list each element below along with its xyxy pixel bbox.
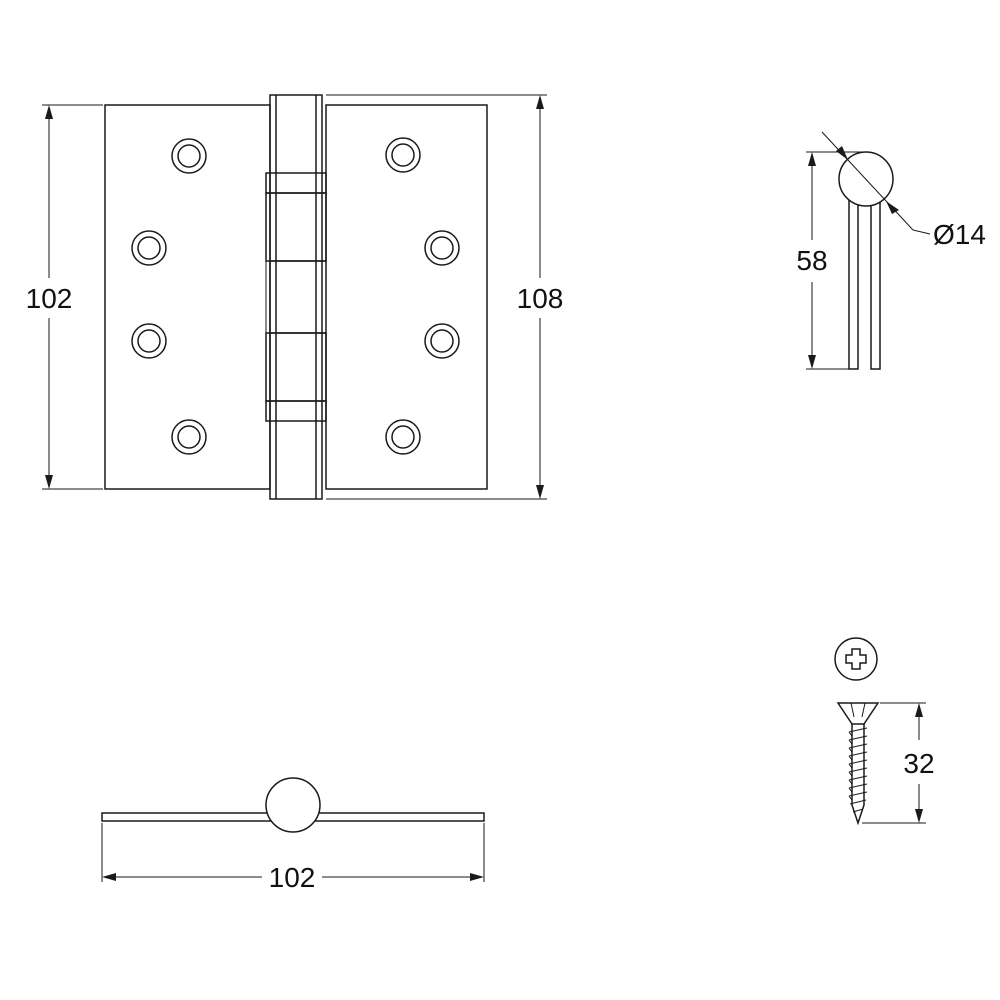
- dimension-label: 102: [26, 283, 73, 314]
- side-view: Ø14 58: [796, 131, 986, 370]
- screw-hole: [131, 323, 167, 359]
- dimension-label: 108: [517, 283, 564, 314]
- side-leaf: [870, 194, 881, 370]
- dimension-label: 58: [796, 245, 827, 276]
- front-view: 102 108: [26, 94, 564, 500]
- screw-hole: [424, 230, 460, 266]
- screw-hole: [171, 138, 207, 174]
- screw-side-view: [836, 702, 880, 826]
- screw-hole: [385, 137, 421, 173]
- dimension-screw-length: 32: [862, 702, 935, 824]
- screw-hole: [131, 230, 167, 266]
- dimension-front-total-height: 108: [326, 94, 564, 500]
- plan-view: 102: [101, 777, 485, 893]
- dimension-front-height: 102: [26, 104, 103, 490]
- dimension-label: 32: [903, 748, 934, 779]
- dimension-label: Ø14: [933, 219, 986, 250]
- screw-head-top-view: [834, 637, 878, 681]
- left-leaf-holes: [131, 138, 207, 455]
- side-leaf: [848, 194, 859, 370]
- dimension-label: 102: [269, 862, 316, 893]
- dimension-plan-width: 102: [101, 823, 485, 893]
- knuckle-barrel: [265, 94, 327, 500]
- dimension-knuckle-diameter: Ø14: [821, 131, 986, 250]
- right-leaf-holes: [385, 137, 460, 455]
- screw-hole: [171, 419, 207, 455]
- plan-knuckle: [265, 777, 321, 833]
- screw-detail: 32: [834, 637, 935, 826]
- screw-hole: [424, 323, 460, 359]
- screw-hole: [385, 419, 421, 455]
- dimension-side-height: 58: [796, 151, 866, 370]
